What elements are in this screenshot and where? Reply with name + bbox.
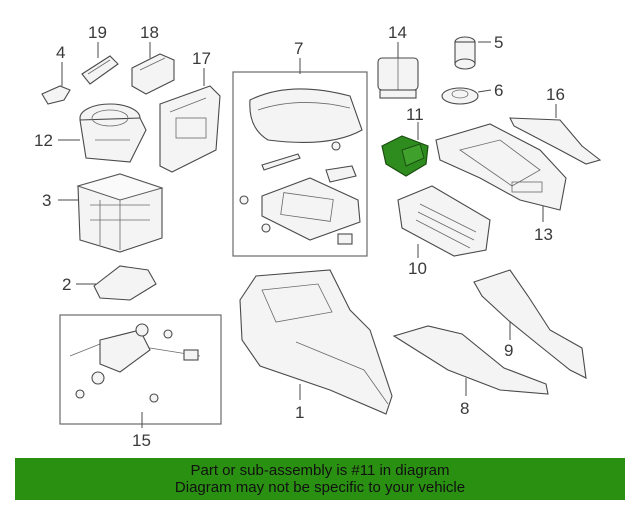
parts-diagram: 19 18 4 17 7 14 5 6 11 16 12 3 13 10 2 9… <box>34 23 602 450</box>
part-13 <box>435 123 567 211</box>
callout-2: 2 <box>62 275 71 294</box>
callout-12: 12 <box>34 131 53 150</box>
callout-1: 1 <box>295 403 304 422</box>
part-8 <box>392 325 549 395</box>
callout-7: 7 <box>294 39 303 58</box>
part-12 <box>79 103 147 163</box>
part-9 <box>473 269 587 379</box>
callout-8: 8 <box>460 399 469 418</box>
callout-14: 14 <box>388 23 407 42</box>
callout-13: 13 <box>534 225 553 244</box>
part-group-box-15 <box>59 314 222 425</box>
part-info-banner: Part or sub-assembly is #11 in diagram D… <box>15 458 625 500</box>
callout-5: 5 <box>494 33 503 52</box>
callout-6: 6 <box>494 81 503 100</box>
banner-line-1: Part or sub-assembly is #11 in diagram <box>190 462 450 479</box>
part-10 <box>397 185 491 257</box>
part-7 <box>239 88 363 245</box>
part-18 <box>131 53 175 95</box>
part-16 <box>509 117 602 165</box>
banner-line-2: Diagram may not be specific to your vehi… <box>174 479 466 496</box>
part-17 <box>159 85 221 173</box>
part-4 <box>41 85 71 105</box>
callout-15: 15 <box>132 431 151 450</box>
callout-10: 10 <box>408 259 427 278</box>
part-11[interactable] <box>381 135 429 177</box>
part-19 <box>81 55 119 85</box>
callout-18: 18 <box>140 23 159 42</box>
part-5 <box>454 36 476 70</box>
callout-11: 11 <box>406 105 424 124</box>
part-14 <box>377 57 419 99</box>
part-1 <box>239 269 393 415</box>
part-6 <box>441 87 479 105</box>
callout-3: 3 <box>42 191 51 210</box>
part-2 <box>93 265 157 301</box>
callout-17: 17 <box>192 49 211 68</box>
callout-9: 9 <box>504 341 513 360</box>
part-3 <box>76 173 164 253</box>
part-15 <box>69 323 201 403</box>
callout-16: 16 <box>546 85 565 104</box>
callout-4: 4 <box>56 43 65 62</box>
leader-lines <box>58 41 557 428</box>
callout-19: 19 <box>88 23 107 42</box>
